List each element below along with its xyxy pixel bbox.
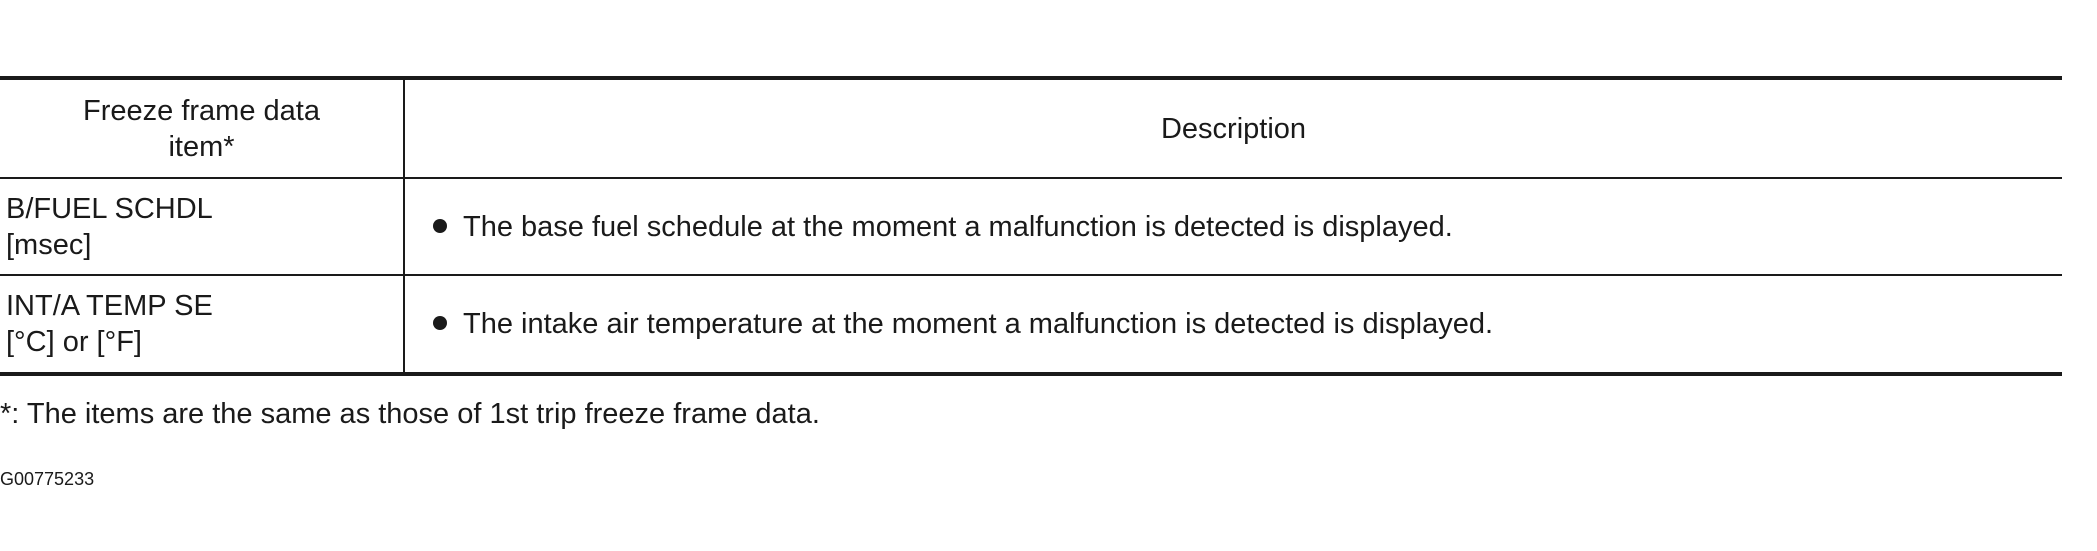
table-row: B/FUEL SCHDL [msec] The base fuel schedu… [0, 178, 2062, 276]
table-row: INT/A TEMP SE [°C] or [°F] The intake ai… [0, 275, 2062, 376]
item-unit: [°C] or [°F] [6, 326, 142, 358]
document-id: G00775233 [0, 469, 95, 489]
item-unit: [msec] [6, 228, 92, 261]
table-header-row: Freeze frame data item* Description [0, 76, 2062, 179]
header-freeze-frame-item: Freeze frame data item* [0, 76, 405, 179]
description-text: The intake air temperature at the moment… [463, 308, 1494, 340]
item-cell: INT/A TEMP SE [°C] or [°F] [0, 275, 405, 376]
description-cell: The base fuel schedule at the moment a m… [404, 178, 2062, 276]
item-cell: B/FUEL SCHDL [msec] [0, 178, 405, 276]
item-name: B/FUEL SCHDL [6, 192, 213, 225]
bullet-icon [433, 316, 447, 331]
table-footnote: *: The items are the same as those of 1s… [0, 398, 820, 430]
description-cell: The intake air temperature at the moment… [404, 275, 2062, 376]
item-name: INT/A TEMP SE [6, 290, 213, 322]
bullet-icon [433, 218, 447, 233]
description-text: The base fuel schedule at the moment a m… [463, 210, 1453, 243]
header-description: Description [404, 76, 2062, 179]
freeze-frame-table: Freeze frame data item* Description B/FU… [0, 76, 2062, 376]
